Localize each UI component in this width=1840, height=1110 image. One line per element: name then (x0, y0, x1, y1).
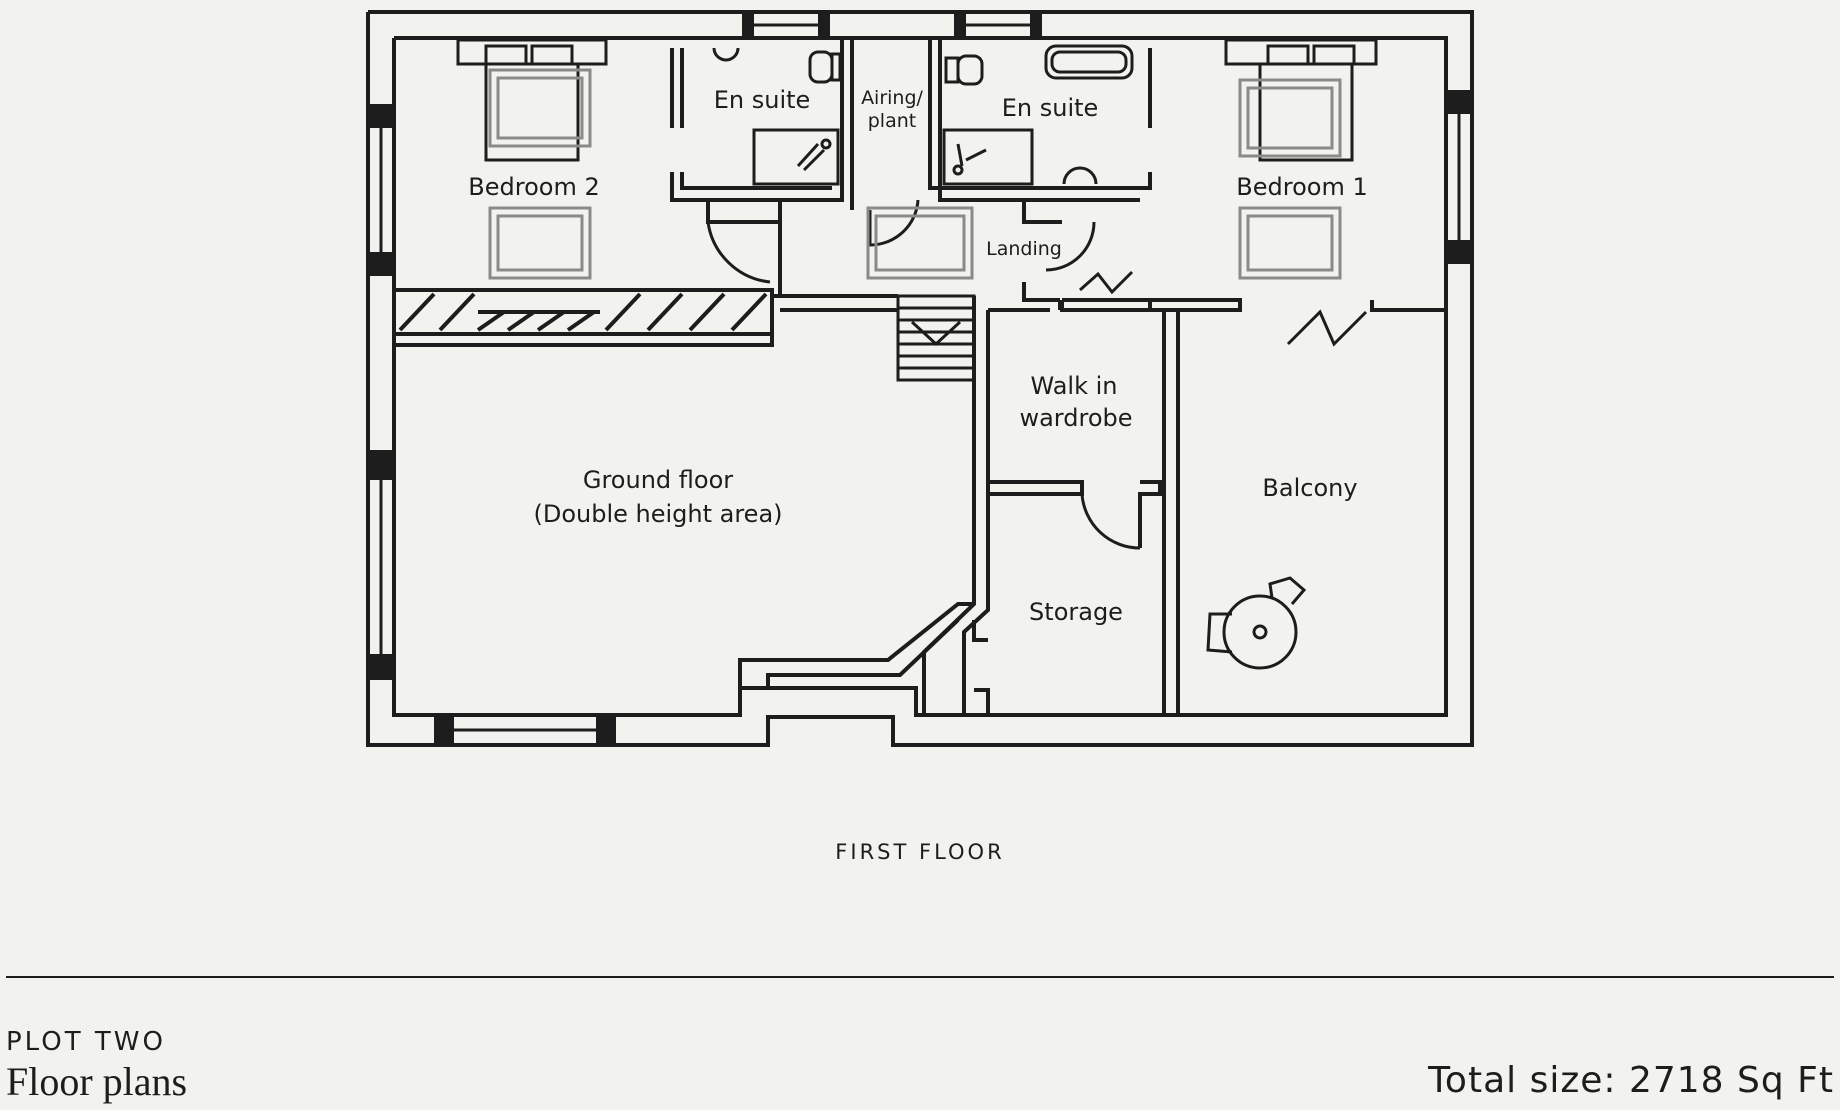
built-in-wardrobe (394, 288, 774, 347)
page-title: Floor plans (6, 1059, 188, 1104)
footer-divider (6, 976, 1834, 978)
label-walk-in-line2: wardrobe (1019, 404, 1132, 432)
label-en-suite-left: En suite (714, 86, 811, 114)
label-bedroom-2: Bedroom 2 (468, 173, 599, 201)
label-balcony: Balcony (1262, 474, 1357, 502)
label-landing: Landing (986, 238, 1062, 260)
core-walls (738, 300, 1180, 715)
total-size: Total size: 2718 Sq Ft (1428, 1060, 1834, 1101)
label-bedroom-1: Bedroom 1 (1236, 173, 1367, 201)
window-jambs (368, 12, 1472, 745)
staircase (896, 294, 976, 382)
table-and-chair (1206, 576, 1307, 670)
label-storage: Storage (1029, 598, 1123, 626)
furniture-rugs (488, 68, 1342, 280)
label-airing-line1: Airing/ (861, 87, 923, 109)
floor-plan-drawing: Bedroom 2 En suite Airing/ plant En suit… (366, 10, 1474, 747)
beds (456, 38, 1378, 162)
label-airing-line2: plant (868, 110, 916, 132)
label-walk-in-line1: Walk in (1031, 372, 1118, 400)
doors (706, 199, 1368, 550)
label-ground-line1: Ground floor (583, 466, 733, 494)
bathroom-fixtures (712, 44, 1134, 186)
plot-name: PLOT TWO (6, 1027, 166, 1057)
label-ground-line2: (Double height area) (533, 500, 782, 528)
label-en-suite-right: En suite (1002, 94, 1099, 122)
floor-level-label: FIRST FLOOR (835, 840, 1005, 864)
